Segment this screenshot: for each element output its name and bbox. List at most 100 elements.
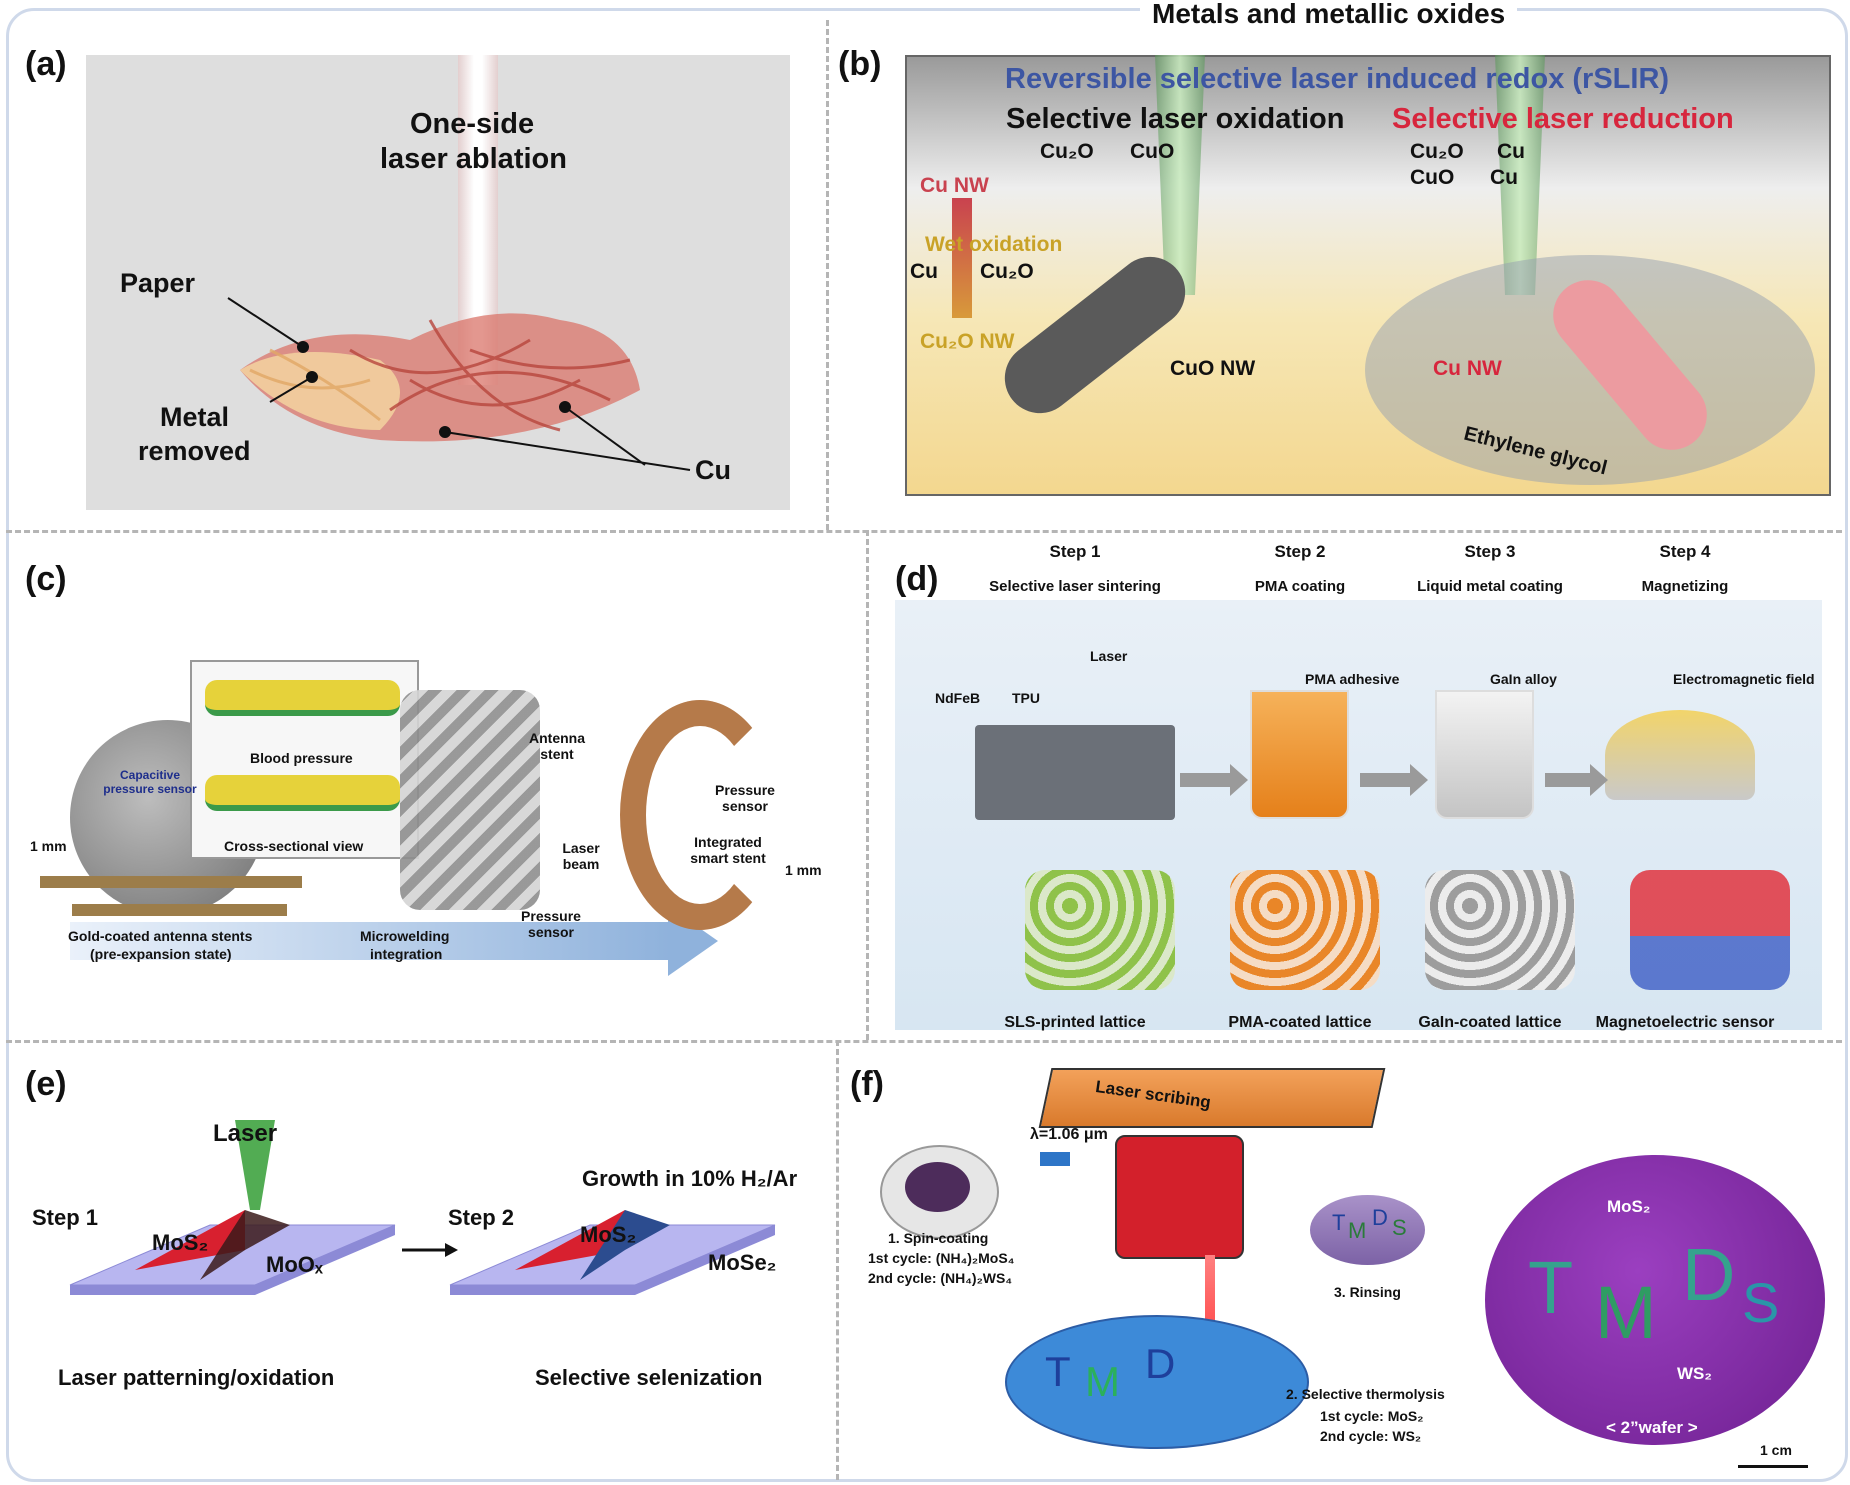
panel-a-letter: (a) xyxy=(25,45,67,83)
process-arrow xyxy=(70,922,670,960)
magneto-lattice xyxy=(1630,870,1790,990)
figure-title: Metals and metallic oxides xyxy=(1140,0,1518,30)
wafer-ws2: WS₂ xyxy=(1677,1364,1712,1383)
rinsing: 3. Rinsing xyxy=(1334,1284,1401,1300)
antenna-stent-label: Antenna stent xyxy=(529,730,585,762)
laser-ablation-line1: One-side xyxy=(410,108,535,140)
gain-lattice xyxy=(1425,870,1575,990)
mos2-left: MoS₂ xyxy=(152,1230,209,1255)
panel-b-letter: (b) xyxy=(838,45,882,83)
leader-lines-a xyxy=(227,297,691,471)
rinsed-wafer-small xyxy=(1310,1195,1425,1265)
sensor-layer-bottom xyxy=(205,775,400,811)
d-arrow-2 xyxy=(1360,764,1428,796)
sls-lattice xyxy=(1025,870,1175,990)
integrated-stent: Integrated smart stent xyxy=(690,834,766,866)
wet-oxidation: Wet oxidation xyxy=(925,233,1063,256)
laser-d: Laser xyxy=(1090,648,1128,664)
cross-section: Cross-sectional view xyxy=(224,838,364,854)
pressure-sensor-mid: Pressure sensor xyxy=(521,908,581,940)
purple-wafer xyxy=(1485,1155,1825,1445)
tmds-wafer-s: S xyxy=(1742,1271,1780,1334)
scale-f: 1 cm xyxy=(1760,1442,1792,1458)
step2-e: Step 2 xyxy=(448,1205,515,1230)
microwelding-line1: Microwelding xyxy=(360,928,450,944)
cu2o-nw: Cu₂O NW xyxy=(920,330,1015,353)
gain-caption: GaIn-coated lattice xyxy=(1418,1014,1562,1031)
magnet-coil xyxy=(1605,710,1755,800)
cu-right-top: Cu xyxy=(1497,140,1525,163)
capacitive-sensor: Capacitive pressure sensor xyxy=(103,768,197,796)
panel-e-drawing xyxy=(69,1120,776,1295)
tmds-blue-m: M xyxy=(1085,1358,1120,1405)
step1-e: Step 1 xyxy=(32,1205,99,1230)
mos2-right: MoS₂ xyxy=(580,1222,637,1247)
step2-name: PMA coating xyxy=(1254,578,1346,595)
blood-pressure: Blood pressure xyxy=(250,750,353,766)
tmds-wafer-t: T xyxy=(1528,1246,1574,1329)
stent-bar-1 xyxy=(40,876,302,888)
divider-ab xyxy=(826,20,829,530)
panel-e-letter: (e) xyxy=(25,1065,67,1103)
cu-label-a: Cu xyxy=(695,455,731,485)
smart-stent-image xyxy=(620,700,780,930)
microwelding-line2: integration xyxy=(370,946,443,962)
paper-label: Paper xyxy=(120,268,196,298)
magneto-caption: Magnetoelectric sensor xyxy=(1595,1014,1775,1031)
copper-mesh-a xyxy=(240,313,640,442)
spin-dish-inner xyxy=(905,1162,970,1212)
stent-bar-2 xyxy=(72,904,287,916)
cu-mid: Cu xyxy=(910,260,938,283)
sensor-layer-top xyxy=(205,680,400,716)
antenna-stent-image xyxy=(400,690,540,910)
step3-name: Liquid metal coating xyxy=(1417,578,1563,595)
scale-1mm-right: 1 mm xyxy=(785,862,822,878)
gain-beaker xyxy=(1435,690,1534,819)
laser-head xyxy=(1115,1135,1244,1259)
reduction-label: Selective laser reduction xyxy=(1392,103,1734,135)
em-field: Electromagnetic field xyxy=(1673,671,1815,687)
step1-name: Selective laser sintering xyxy=(989,578,1161,595)
rslir-title: Reversible selective laser induced redox… xyxy=(1005,63,1670,95)
spin-cycle1: 1st cycle: (NH₄)₂MoS₄ xyxy=(868,1250,1015,1266)
oxidation-label: Selective laser oxidation xyxy=(1006,103,1345,135)
tmds-wafer-m: M xyxy=(1595,1271,1657,1354)
spin-cycle2: 2nd cycle: (NH₄)₂WS₄ xyxy=(868,1270,1013,1286)
sls-machine xyxy=(975,725,1175,820)
step4-title: Step 4 xyxy=(1659,542,1711,561)
scale-bar-f xyxy=(1738,1465,1808,1468)
gold-stents-line1: Gold-coated antenna stents xyxy=(68,928,253,944)
figure-frame xyxy=(6,8,1848,1482)
tmds-small-t: T xyxy=(1332,1210,1346,1235)
pressure-sensor-right: Pressure sensor xyxy=(715,782,775,814)
mose2: MoSe₂ xyxy=(708,1250,777,1275)
tmds-blue-d: D xyxy=(1145,1340,1176,1387)
cu-nw-arrow xyxy=(952,198,972,318)
laser-e: Laser xyxy=(213,1120,278,1147)
cu2o-mid: Cu₂O xyxy=(980,260,1034,283)
d-arrow-3 xyxy=(1545,764,1608,796)
moox: MoOₓ xyxy=(266,1252,323,1277)
d-arrow-1 xyxy=(1180,764,1248,796)
left-laser-cone xyxy=(1155,55,1205,295)
wafer-size: < 2”wafer > xyxy=(1606,1418,1698,1437)
metal-removed-line1: Metal xyxy=(160,402,230,432)
tmds-small-s: S xyxy=(1392,1215,1407,1240)
step4-name: Magnetizing xyxy=(1641,578,1729,595)
thermo-cycle1: 1st cycle: MoS₂ xyxy=(1320,1408,1424,1424)
growth: Growth in 10% H₂/Ar xyxy=(582,1166,798,1191)
cu2o-left: Cu₂O xyxy=(1040,140,1094,163)
divider-ef xyxy=(836,1040,839,1480)
caption-right-e: Selective selenization xyxy=(535,1365,763,1390)
tpu: TPU xyxy=(1012,690,1040,706)
step1-title: Step 1 xyxy=(1049,542,1101,561)
pma-caption: PMA-coated lattice xyxy=(1228,1014,1372,1031)
pma-adhesive: PMA adhesive xyxy=(1305,671,1400,687)
divider-cd-ef xyxy=(6,1040,1842,1043)
step2-title: Step 2 xyxy=(1274,542,1326,561)
gain-alloy: GaIn alloy xyxy=(1490,671,1557,687)
right-laser-cone xyxy=(1495,55,1545,295)
step3-title: Step 3 xyxy=(1464,542,1516,561)
thermo-cycle2: 2nd cycle: WS₂ xyxy=(1320,1428,1422,1444)
laser-scribing-bar xyxy=(1038,1068,1386,1128)
